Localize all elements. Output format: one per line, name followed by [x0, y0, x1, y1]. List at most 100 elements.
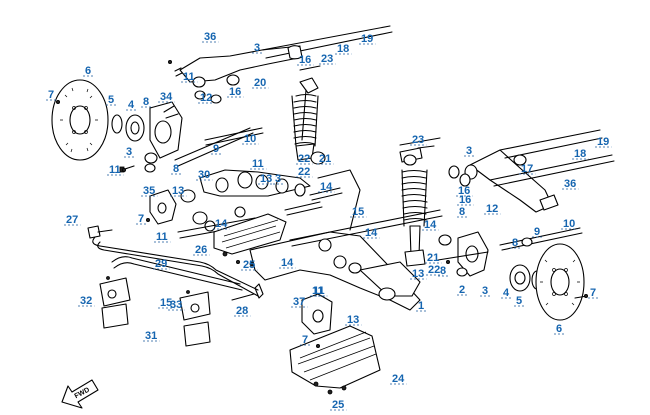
- callout-18: 18: [572, 148, 589, 160]
- callout-29: 29: [153, 258, 170, 270]
- callout-number: 9: [534, 226, 540, 238]
- callout-number: 18: [574, 148, 586, 160]
- callout-number: 4: [503, 287, 510, 299]
- upper-arm-top: [174, 25, 393, 104]
- callout-17: 17: [519, 163, 536, 175]
- callout-number: 5: [516, 295, 522, 307]
- callout-13: 13: [258, 173, 275, 185]
- callout-number: 20: [254, 77, 266, 89]
- stabilizer-brackets: [99, 276, 211, 347]
- callout-3: 3: [124, 146, 135, 158]
- callout-8: 8: [141, 96, 152, 108]
- forward-arrow: FWD: [61, 379, 99, 409]
- callout-number: 14: [281, 257, 294, 269]
- right-knuckle-hub: [437, 227, 583, 292]
- callout-number: 14: [365, 227, 378, 239]
- callout-number: 7: [138, 213, 144, 225]
- callout-7: 7: [46, 89, 57, 101]
- callout-number: 25: [243, 259, 255, 271]
- callout-13: 13: [345, 314, 362, 326]
- callout-number: 5: [108, 94, 114, 106]
- callout-33: 33: [168, 299, 185, 311]
- parts-linework: [51, 25, 615, 395]
- callout-3: 3: [252, 42, 263, 54]
- callout-number: 31: [145, 330, 157, 342]
- callout-number: 16: [299, 54, 311, 66]
- skid-plate-large: [289, 325, 381, 395]
- callout-30: 30: [196, 169, 213, 181]
- callout-20: 20: [252, 77, 269, 89]
- callout-number: 34: [160, 91, 173, 103]
- callout-number: 6: [85, 65, 91, 77]
- callout-number: 7: [48, 89, 54, 101]
- callout-16: 16: [457, 194, 474, 206]
- callout-number: 7: [590, 287, 596, 299]
- callout-28: 28: [234, 305, 251, 317]
- lower-rear-arm: [249, 169, 443, 311]
- callout-number: 14: [320, 181, 333, 193]
- callout-11: 11: [311, 285, 328, 297]
- callout-number: 8: [512, 237, 518, 249]
- callout-number: 36: [204, 31, 216, 43]
- callout-number: 11: [312, 285, 324, 297]
- left-brake-disc: [51, 79, 109, 161]
- callout-14: 14: [363, 227, 380, 239]
- callout-6: 6: [554, 323, 565, 335]
- callout-number: 32: [80, 295, 92, 307]
- callout-11: 11: [250, 158, 267, 170]
- bolts: [56, 60, 589, 348]
- callout-number: 3: [482, 285, 488, 297]
- callout-number: 2: [459, 284, 465, 296]
- bracket-27: [87, 225, 113, 239]
- callout-number: 22: [298, 166, 310, 178]
- callout-number: 3: [126, 146, 132, 158]
- callout-number: 16: [459, 194, 471, 206]
- callout-32: 32: [78, 295, 95, 307]
- callout-number: 10: [244, 133, 256, 145]
- callout-24: 24: [390, 373, 407, 385]
- callout-number: 16: [458, 185, 470, 197]
- callout-25: 25: [330, 399, 347, 411]
- callout-number: 8: [143, 96, 149, 108]
- callout-35: 35: [141, 185, 158, 197]
- callout-number: 3: [254, 42, 260, 54]
- callout-number: 13: [260, 173, 272, 185]
- right-brake-disc: [535, 243, 588, 321]
- callout-number: 11: [313, 285, 325, 297]
- callout-21: 21: [317, 153, 334, 165]
- callout-5: 5: [106, 94, 117, 106]
- callout-23: 23: [319, 53, 336, 65]
- callout-2: 2: [457, 284, 468, 296]
- callout-22: 22: [426, 264, 443, 276]
- callout-number: 17: [521, 163, 533, 175]
- callout-8: 8: [438, 265, 449, 277]
- callout-number: 8: [440, 265, 446, 277]
- callout-25: 25: [241, 259, 258, 271]
- callout-19: 19: [359, 33, 376, 45]
- callout-9: 9: [211, 143, 222, 155]
- callout-14: 14: [279, 257, 296, 269]
- callout-number: 22: [428, 264, 440, 276]
- callout-number: 11: [109, 164, 121, 176]
- callout-37: 37: [291, 296, 308, 308]
- callout-number: 6: [556, 323, 562, 335]
- upper-arm-right: [448, 129, 615, 213]
- callout-number: 7: [302, 334, 308, 346]
- callout-8: 8: [510, 237, 521, 249]
- callout-number: 10: [563, 218, 575, 230]
- callout-7: 7: [300, 334, 311, 346]
- callout-10: 10: [242, 133, 259, 145]
- callout-number: 1: [418, 300, 424, 312]
- callout-18: 18: [335, 43, 352, 55]
- callout-13: 13: [410, 268, 427, 280]
- right-shock-absorber: [399, 137, 441, 267]
- callout-number: 24: [392, 373, 405, 385]
- callout-11: 11: [181, 71, 198, 83]
- callout-3: 3: [464, 145, 475, 157]
- callout-number: 19: [361, 33, 373, 45]
- callout-number: 12: [486, 203, 498, 215]
- callout-7: 7: [136, 213, 147, 225]
- callout-number: 13: [172, 185, 184, 197]
